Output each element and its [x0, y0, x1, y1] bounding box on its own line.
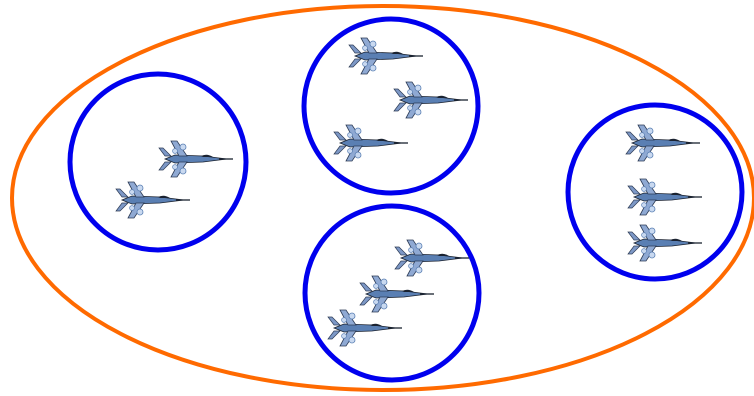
group-bottom-center: [305, 206, 479, 380]
fighter-jet-icon: [349, 38, 423, 74]
fighter-jet-icon: [334, 125, 408, 161]
group-top-center-circle: [304, 19, 478, 193]
group-right: [568, 105, 742, 279]
group-left-circle: [70, 74, 246, 250]
fighter-jet-icon: [116, 182, 190, 218]
fighter-jet-icon: [626, 125, 700, 161]
fighter-jet-icon: [394, 82, 468, 118]
group-top-center: [304, 19, 478, 193]
fighter-jet-icon: [628, 179, 702, 215]
group-left: [70, 74, 246, 250]
fighter-jet-icon: [328, 310, 402, 346]
fighter-jet-icon: [159, 141, 233, 177]
fighter-jet-icon: [360, 276, 434, 312]
fighter-jet-icon: [395, 240, 469, 276]
fighter-jet-icon: [628, 225, 702, 261]
